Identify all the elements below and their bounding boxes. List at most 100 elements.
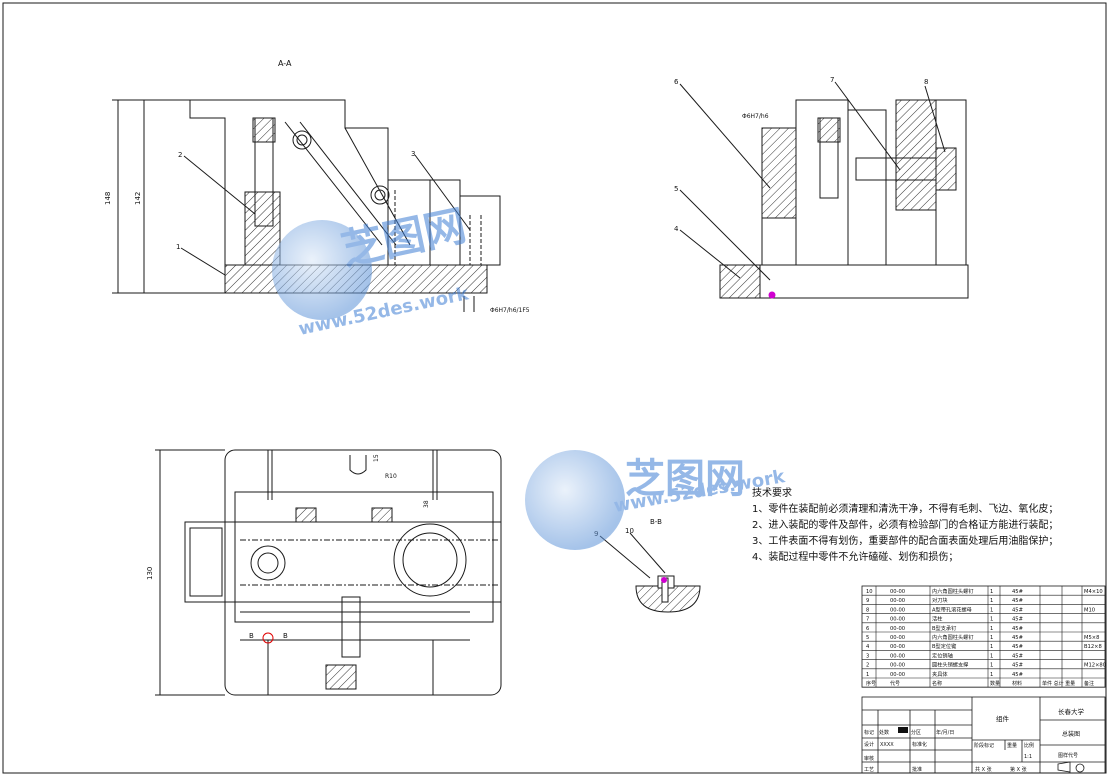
tb-sheets: 共 X 张 [975,766,992,773]
bom-header-no: 序号 [866,680,876,687]
bom-cell-qty: 1 [990,653,993,659]
bom-cell-code: 00-00 [890,626,905,632]
tb-approve-label: 批准 [912,766,922,773]
dim-fit-front: Φ6H7/h6/1F5 [490,307,530,314]
side-view: 6 7 8 5 4 Φ6H7/h6 [674,76,969,299]
tb-school: 长春大学 [1058,707,1085,716]
bom-cell-name: 圆柱头销螺支撑 [932,661,968,669]
dim-fit-side: Φ6H7/h6 [742,113,769,120]
bom-cell-no: 2 [866,663,869,669]
tb-process-label: 工艺 [864,767,874,773]
tb-drawing-name: 组件 [996,714,1010,723]
tb-scale: 1:1 [1024,754,1032,760]
dim-38: 38 [423,500,430,508]
bom-cell-code: 00-00 [890,644,905,650]
top-view: 130 15 R10 38 B B [146,449,502,696]
bom-cell-mat: 45# [1012,635,1023,641]
balloon-4: 4 [674,225,679,233]
tb-division-label: 分区 [911,729,921,736]
bom-cell-qty: 1 [990,635,993,641]
tb-weight-label: 重量 [1007,742,1017,749]
watermark-globe-icon [272,220,372,320]
bom-cell-no: 8 [866,607,869,613]
bom-cell-mat: 45# [1012,663,1023,669]
balloon-6: 6 [674,78,679,86]
note-item-2: 2、进入装配的零件及部件，必须有检验部门的合格证方能进行装配； [752,520,1059,531]
bom-cell-no: 9 [866,598,869,604]
bom-cell-name: A型带孔滚花螺母 [932,605,972,613]
tb-sheet-no: 第 X 张 [1010,766,1027,773]
bom-cell-qty: 1 [990,589,993,595]
dim-15: 15 [373,454,380,462]
bom-cell-code: 00-00 [890,663,905,669]
bom-cell-name: 内六角圆柱头螺钉 [932,587,974,595]
section-aa-label: A-A [278,59,292,68]
tb-scale-label: 比例 [1024,742,1034,749]
bom-cell-mat: 45# [1012,607,1023,613]
bom-cell-mat: 45# [1012,598,1023,604]
balloon-8: 8 [924,78,928,86]
bom-cell-qty: 1 [990,626,993,632]
tb-stage-label: 阶段标记 [974,742,994,749]
bom-cell-no: 7 [866,617,869,623]
bom-header-qty: 数量 [990,680,1000,687]
tb-mark-label: 标记 [864,729,874,736]
dim-130: 130 [146,567,154,580]
bom-cell-qty: 1 [990,663,993,669]
tb-proj-label: 图样代号 [1058,752,1078,759]
bom-cell-code: 00-00 [890,653,905,659]
bom-cell-code: 00-00 [890,589,905,595]
balloon-1: 1 [176,243,180,251]
bom-cell-name: 定位销轴 [932,651,953,659]
bom-cell-mat: 45# [1012,589,1023,595]
bom-cell-no: 10 [866,589,873,595]
watermark-lower: 芝图网 www.52des.work [525,450,787,550]
tb-drawing-type: 总装图 [1062,730,1080,738]
bom-cell-name: 内六角圆柱头螺钉 [932,633,974,641]
bom-cell-note: B12×8 [1084,644,1102,650]
note-item-1: 1、零件在装配前必须清理和清洗干净，不得有毛刺、飞边、氧化皮； [752,504,1059,515]
bom-cell-mat: 45# [1012,644,1023,650]
notes-title: 技术要求 [752,488,792,499]
bom-cell-name: 对刀块 [932,596,948,604]
bom-cell-mat: 45# [1012,672,1023,678]
bom-cell-code: 00-00 [890,617,905,623]
dim-r10: R10 [385,473,397,480]
tb-review-label: 审核 [864,755,874,762]
bom-cell-no: 4 [866,644,870,650]
bom-cell-qty: 1 [990,617,993,623]
bom-cell-name: 活柱 [932,615,942,623]
bom-cell-qty: 1 [990,607,993,613]
balloon-5: 5 [674,185,678,193]
projection-symbol-icon [1075,763,1085,773]
bom-cell-no: 1 [866,672,869,678]
bom-cell-note: M5×8 [1084,635,1099,641]
note-item-3: 3、工件表面不得有划伤，重要部件的配合面表面处理后用油脂保护； [752,536,1059,547]
dim-142: 142 [134,192,142,205]
bom-cell-no: 6 [866,626,869,632]
bom-cell-code: 00-00 [890,598,905,604]
bom-header-code: 代号 [890,680,900,687]
watermark-globe-icon-2 [525,450,625,550]
bom-cell-note: M12×80 [1084,663,1106,669]
bom-cell-note: M4×10 [1084,589,1103,595]
technical-requirements: 技术要求 1、零件在装配前必须清理和清洗干净，不得有毛刺、飞边、氧化皮； 2、进… [752,486,1058,566]
bom-cell-mat: 45# [1012,653,1023,659]
title-block: 组件 长春大学 总装图 图样代号 阶段标记 重量 比例 1:1 共 X 张 第 … [861,696,1106,774]
bom-cell-code: 00-00 [890,672,905,678]
watermark-brand-1: 芝图网 [337,201,470,275]
bill-of-materials: 10 00-00 内六角圆柱头螺钉 1 45# M4×10 9 00-00 对刀块 1 45# 8 00… [861,585,1106,688]
bom-header-weight: 单件 总计 重量 [1042,680,1075,687]
bom-cell-qty: 1 [990,644,993,650]
bom-header-note: 备注 [1084,680,1094,687]
front-section-view: A-A 148 142 Φ6H7/h6/1F5 [104,59,530,314]
bom-cell-no: 5 [866,635,869,641]
note-item-4: 4、装配过程中零件不允许磕碰、划伤和损伤； [752,552,959,563]
balloon-10: 10 [625,527,634,535]
bom-cell-note: M10 [1084,607,1095,613]
bom-cell-mat: 45# [1012,617,1023,623]
bom-cell-name: 夹具体 [932,670,948,678]
bom-cell-name: B型支承钉 [932,624,956,632]
tb-design-value: XXXX [880,742,894,748]
